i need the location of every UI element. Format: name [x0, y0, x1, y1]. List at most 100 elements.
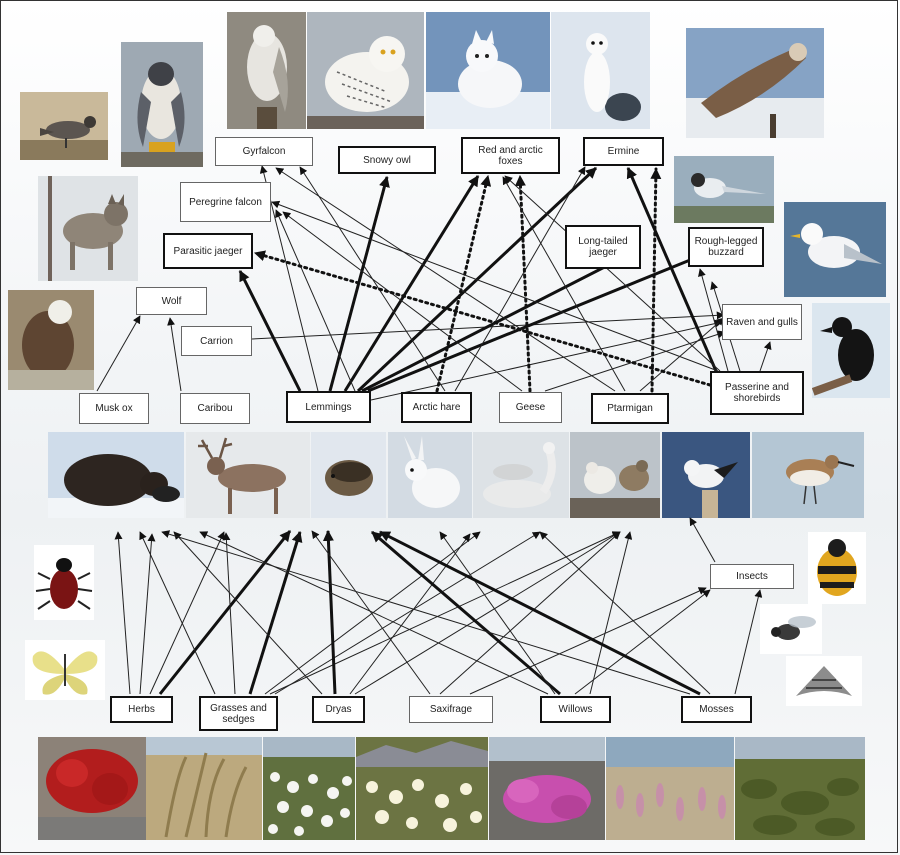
photo-ptarmigan — [570, 432, 660, 518]
feeding-arrow — [539, 531, 711, 695]
photo-bumblebee — [808, 532, 866, 604]
feeding-arrow — [139, 533, 156, 695]
node-mosses: Mosses — [681, 696, 752, 723]
node-grasses-and-sedges: Grasses and sedges — [199, 696, 278, 731]
photo-dryas — [356, 737, 488, 840]
node-saxifrage: Saxifrage — [409, 696, 493, 723]
node-passerine-and-shorebirds: Passerine and shorebirds — [710, 371, 804, 415]
feeding-arrow — [199, 531, 549, 695]
photo-cotton-grass — [263, 737, 355, 840]
feeding-arrow — [439, 531, 556, 695]
node-wolf: Wolf — [136, 287, 207, 315]
photo-wolf — [38, 176, 138, 281]
strong-feeding-arrow — [361, 252, 631, 393]
feeding-arrow — [149, 531, 225, 695]
photo-geese — [473, 432, 569, 518]
feeding-arrow — [759, 341, 772, 372]
node-dryas: Dryas — [312, 696, 365, 723]
photo-arctic-tern — [674, 156, 774, 223]
feeding-arrow — [167, 317, 182, 392]
feeding-arrow — [589, 531, 633, 695]
node-red-and-arctic-foxes: Red and arctic foxes — [461, 137, 560, 174]
feeding-arrow — [734, 589, 763, 695]
strong-feeding-arrow — [379, 530, 701, 696]
feeding-arrow — [502, 176, 626, 392]
photo-mosses — [735, 737, 865, 840]
feeding-arrow — [264, 531, 481, 695]
photo-sandpiper — [752, 432, 864, 518]
strong-feeding-arrow — [371, 530, 561, 696]
feeding-arrow — [274, 531, 541, 695]
node-ptarmigan: Ptarmigan — [591, 393, 669, 424]
feeding-arrow — [544, 330, 726, 392]
dotted-feeding-arrow — [514, 174, 532, 393]
photo-herbs — [38, 737, 146, 840]
strong-feeding-arrow — [158, 530, 292, 695]
photo-lemming — [311, 432, 386, 518]
node-gyrfalcon: Gyrfalcon — [215, 137, 313, 166]
feeding-arrow — [574, 589, 711, 695]
node-raven-and-gulls: Raven and gulls — [722, 304, 802, 340]
feeding-arrow — [370, 319, 723, 401]
node-willows: Willows — [540, 696, 611, 723]
feeding-arrow — [689, 517, 716, 563]
photo-gyrfalcon — [227, 12, 306, 129]
node-peregrine-falcon: Peregrine falcon — [180, 182, 271, 222]
photo-caribou — [186, 432, 310, 518]
feeding-arrow — [96, 315, 141, 392]
photo-gull — [784, 202, 886, 297]
photo-arctic-hare — [388, 432, 472, 518]
dotted-feeding-arrow — [650, 167, 662, 393]
feeding-arrow — [275, 209, 356, 392]
feeding-arrow — [311, 530, 431, 695]
feeding-arrow — [173, 531, 323, 695]
feeding-arrow — [139, 531, 216, 695]
node-parasitic-jaeger: Parasitic jaeger — [163, 233, 253, 269]
strong-feeding-arrow — [343, 175, 480, 392]
node-caribou: Caribou — [180, 393, 250, 424]
feeding-arrow — [222, 532, 236, 695]
photo-rough-legged-buzzard — [686, 28, 824, 138]
photo-peregrine-falcon — [121, 42, 203, 167]
feeding-arrow — [269, 531, 621, 695]
feeding-arrow — [275, 167, 616, 392]
feeding-arrow — [114, 531, 131, 695]
node-arctic-hare: Arctic hare — [401, 392, 472, 423]
node-herbs: Herbs — [110, 696, 173, 723]
feeding-arrow — [349, 533, 471, 695]
node-long-tailed-jaeger: Long-tailed jaeger — [565, 225, 641, 269]
node-insects: Insects — [710, 564, 794, 589]
photo-saxifrage — [489, 737, 605, 840]
node-rough-legged-buzzard: Rough-legged buzzard — [688, 227, 764, 267]
feeding-arrow — [354, 531, 621, 695]
photo-musk-ox — [48, 432, 184, 518]
strong-feeding-arrow — [322, 529, 337, 695]
photo-moth — [786, 656, 862, 706]
strong-feeding-arrow — [248, 530, 303, 695]
photo-snowy-owl — [307, 12, 424, 129]
node-snowy-owl: Snowy owl — [338, 146, 436, 174]
node-ermine: Ermine — [583, 137, 664, 166]
feeding-arrow — [454, 166, 586, 392]
strong-feeding-arrow — [356, 166, 598, 393]
feeding-arrow — [299, 166, 446, 392]
dotted-feeding-arrow — [253, 250, 712, 387]
photo-beetle — [34, 545, 94, 620]
feeding-arrow — [439, 531, 621, 695]
photo-ermine — [551, 12, 650, 129]
feeding-arrow — [251, 311, 725, 340]
feeding-arrow — [282, 211, 523, 392]
photo-long-tailed-jaeger — [20, 92, 108, 160]
node-lemmings: Lemmings — [286, 391, 371, 423]
feeding-arrow — [271, 200, 719, 372]
feeding-arrow — [469, 587, 707, 695]
dotted-feeding-arrow — [435, 174, 492, 393]
photo-raven — [812, 303, 890, 398]
photo-snow-bunting — [662, 432, 750, 518]
photo-grasses-sedges — [146, 737, 262, 840]
photo-arctic-fox — [426, 12, 550, 129]
node-musk-ox: Musk ox — [79, 393, 149, 424]
node-carrion: Carrion — [181, 326, 252, 356]
node-geese: Geese — [499, 392, 562, 423]
